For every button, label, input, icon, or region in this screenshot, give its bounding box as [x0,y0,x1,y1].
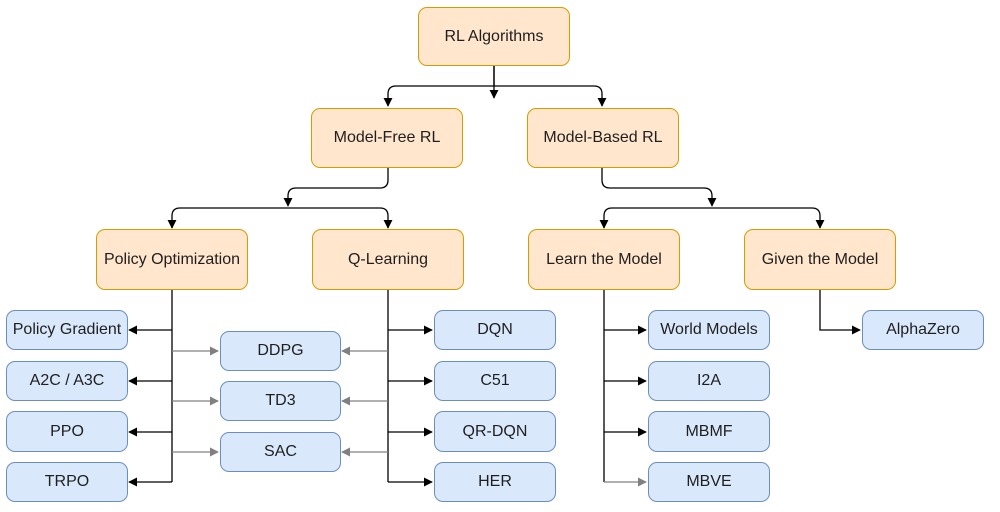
node-policy-gradient: Policy Gradient [6,310,128,350]
node-sac: SAC [220,432,341,472]
node-i2a: I2A [648,361,770,401]
node-dqn: DQN [434,310,556,350]
node-qr-dqn: QR-DQN [434,411,556,452]
node-model-based-rl: Model-Based RL [527,108,679,168]
node-td3: TD3 [220,381,341,421]
node-alphazero: AlphaZero [862,310,984,350]
node-rl-algorithms: RL Algorithms [418,7,570,66]
edge-model-based-to-learn [599,207,712,229]
node-mbve: MBVE [648,462,770,502]
node-a2c-a3c: A2C / A3C [6,361,128,401]
edge-model-based-to-given [712,207,825,229]
edge-root-to-model-based [494,85,607,107]
edge-model-free-to-policy [167,207,288,229]
edge-root-to-model-free [383,66,495,107]
node-given-the-model: Given the Model [744,229,896,290]
node-q-learning: Q-Learning [312,229,464,290]
node-c51: C51 [434,361,556,401]
edge-model-free-to-q [288,207,393,229]
edge-model-free-stem [283,168,389,207]
node-her: HER [434,462,556,502]
node-model-free-rl: Model-Free RL [311,108,463,168]
edge-model-based-stem [601,168,717,207]
node-mbmf: MBMF [648,411,770,452]
node-world-models: World Models [648,310,770,350]
node-ddpg: DDPG [220,331,341,371]
edge-to-alphazero [819,290,861,335]
node-trpo: TRPO [6,462,128,502]
node-policy-optimization: Policy Optimization [96,229,248,290]
node-learn-the-model: Learn the Model [528,229,680,290]
node-ppo: PPO [6,411,128,452]
